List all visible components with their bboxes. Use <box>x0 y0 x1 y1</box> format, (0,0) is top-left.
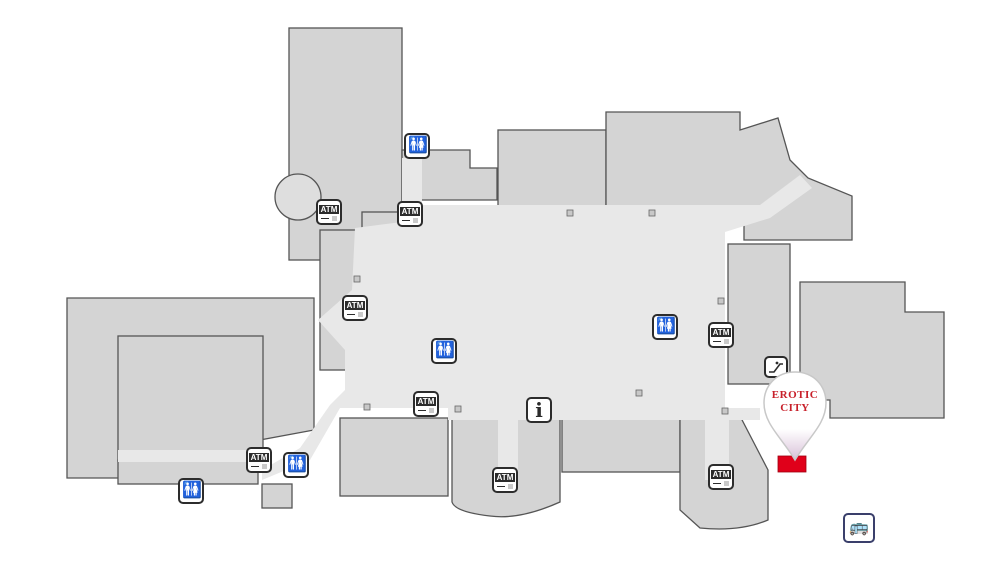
atm-label: ATM <box>248 452 270 462</box>
restroom-icon[interactable]: 🚻 <box>178 478 204 504</box>
kiosk <box>717 297 725 305</box>
atm-label: ATM <box>344 300 366 310</box>
central-plaza-3 <box>610 300 725 314</box>
restroom-icon[interactable]: 🚻 <box>652 314 678 340</box>
bus-glyph: 🚌 <box>849 519 869 536</box>
restroom-icon[interactable]: 🚻 <box>283 452 309 478</box>
kiosk <box>363 403 371 411</box>
atm-keypad-icon <box>497 483 513 489</box>
store-block-west-inner <box>117 335 264 462</box>
atm-label: ATM <box>710 327 732 337</box>
atm-keypad-icon <box>418 407 434 413</box>
atm-icon[interactable]: ATM <box>492 467 518 493</box>
atm-keypad-icon <box>713 338 729 344</box>
restroom-glyph: 🚻 <box>435 342 455 359</box>
store-block-south-west <box>339 417 449 497</box>
kiosk <box>454 405 462 413</box>
kiosk <box>648 209 656 217</box>
south-corridor-link <box>498 420 518 480</box>
escalator-glyph <box>769 361 783 373</box>
atm-keypad-icon <box>713 480 729 486</box>
info-glyph: i <box>535 398 543 422</box>
atm-keypad-icon <box>347 311 363 317</box>
restroom-icon[interactable]: 🚻 <box>431 338 457 364</box>
kiosk <box>566 209 574 217</box>
store-logo-line1: EROTIC <box>771 389 819 401</box>
round-kiosk <box>274 173 322 221</box>
atm-label: ATM <box>318 204 340 214</box>
central-plaza-2 <box>392 300 438 408</box>
store-logo-line2: CITY <box>780 402 810 414</box>
atm-label: ATM <box>415 396 437 406</box>
kiosk <box>721 407 729 415</box>
store-block-south <box>561 415 681 473</box>
atm-keypad-icon <box>321 215 337 221</box>
atm-keypad-icon <box>402 217 418 223</box>
restroom-icon[interactable]: 🚻 <box>404 133 430 159</box>
atm-keypad-icon <box>251 463 267 469</box>
atm-icon[interactable]: ATM <box>397 201 423 227</box>
atm-icon[interactable]: ATM <box>708 322 734 348</box>
bus-stop-icon[interactable]: 🚌 <box>843 513 875 543</box>
atm-icon[interactable]: ATM <box>413 391 439 417</box>
store-block-north-center-2 <box>497 129 607 209</box>
atm-icon[interactable]: ATM <box>342 295 368 321</box>
central-plaza <box>380 262 725 302</box>
pin-shape <box>763 371 827 462</box>
north-corridor-link <box>402 158 422 208</box>
kiosk <box>353 275 361 283</box>
restroom-glyph: 🚻 <box>287 456 307 473</box>
restroom-glyph: 🚻 <box>408 137 428 154</box>
information-icon[interactable]: i <box>526 397 552 423</box>
atm-icon[interactable]: ATM <box>316 199 342 225</box>
atm-label: ATM <box>494 472 516 482</box>
west-corridor <box>118 450 268 462</box>
restroom-glyph: 🚻 <box>656 318 676 335</box>
store-block-southwest-corner <box>261 483 293 509</box>
atm-label: ATM <box>710 469 732 479</box>
atm-label: ATM <box>399 206 421 216</box>
kiosk <box>635 389 643 397</box>
atm-icon[interactable]: ATM <box>246 447 272 473</box>
restroom-glyph: 🚻 <box>182 482 202 499</box>
atm-icon[interactable]: ATM <box>708 464 734 490</box>
store-location-pin[interactable]: EROTIC CITY <box>760 368 830 464</box>
